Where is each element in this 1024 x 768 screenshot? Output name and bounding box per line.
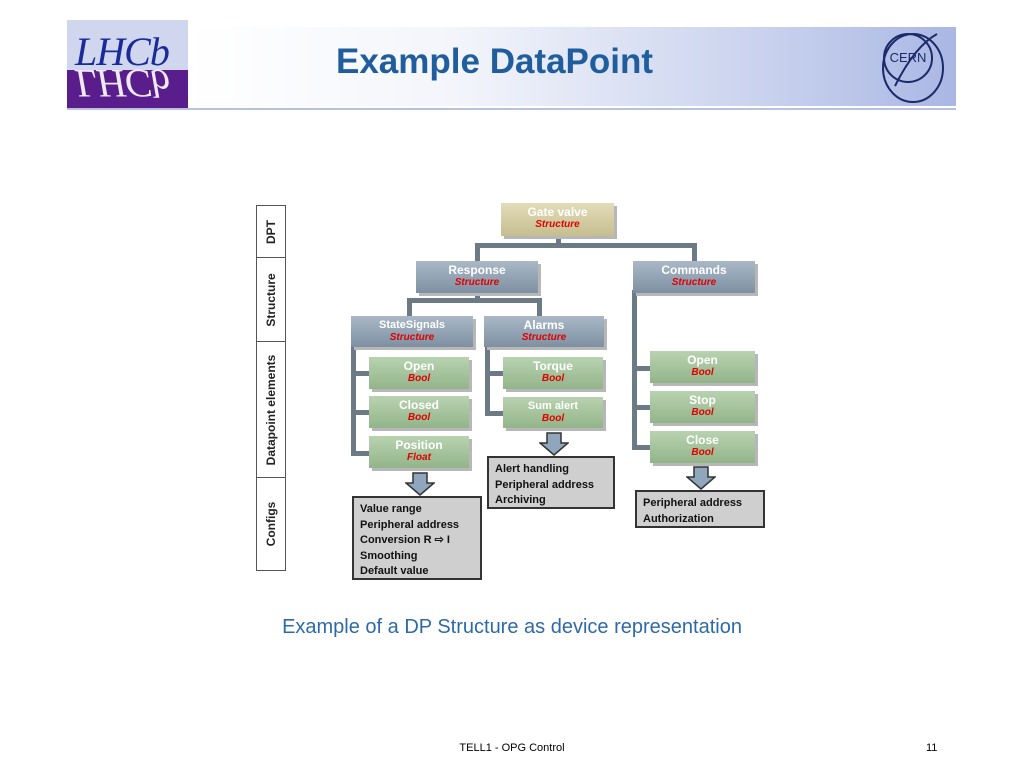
connector	[632, 445, 650, 450]
config-box-commands: Peripheral address Authorization	[635, 490, 765, 528]
connector	[632, 366, 650, 371]
connector	[475, 292, 480, 301]
side-label-dpt: DPT	[257, 206, 285, 258]
connector	[351, 451, 369, 456]
connector	[485, 346, 490, 416]
header-rule	[67, 108, 956, 110]
connector	[692, 243, 697, 261]
config-box-statesignals: Value range Peripheral address Conversio…	[352, 496, 482, 580]
side-label-structure: Structure	[257, 258, 285, 342]
connector	[407, 298, 412, 316]
connector	[351, 410, 369, 415]
svg-text:CERN: CERN	[890, 50, 927, 65]
down-arrow-icon	[686, 466, 716, 490]
config-box-alarms: Alert handling Peripheral address Archiv…	[487, 456, 615, 509]
side-label-configs: Configs	[264, 501, 278, 547]
connector	[632, 405, 650, 410]
connector	[556, 236, 561, 246]
connector	[407, 298, 542, 303]
down-arrow-icon	[405, 472, 435, 496]
connector	[475, 243, 480, 261]
hierarchy-level-bar: DPT Structure Datapoint elements Configs	[256, 205, 286, 571]
connector	[485, 371, 503, 376]
connector	[351, 371, 369, 376]
down-arrow-icon	[539, 432, 569, 456]
header-background	[188, 27, 956, 106]
lhcb-logo: LHCb LHCb	[67, 20, 188, 108]
figure-caption: Example of a DP Structure as device repr…	[282, 616, 742, 638]
connector	[351, 346, 356, 456]
connector	[475, 243, 697, 248]
connector	[485, 411, 503, 416]
page-title: Example DataPoint	[336, 42, 654, 81]
side-label-datapoint-elements: Datapoint elements	[257, 342, 285, 478]
page-number: 11	[926, 742, 938, 754]
connector	[537, 298, 542, 316]
footer-text: TELL1 - OPG Control	[459, 742, 565, 754]
cern-logo: CERN	[875, 26, 953, 106]
